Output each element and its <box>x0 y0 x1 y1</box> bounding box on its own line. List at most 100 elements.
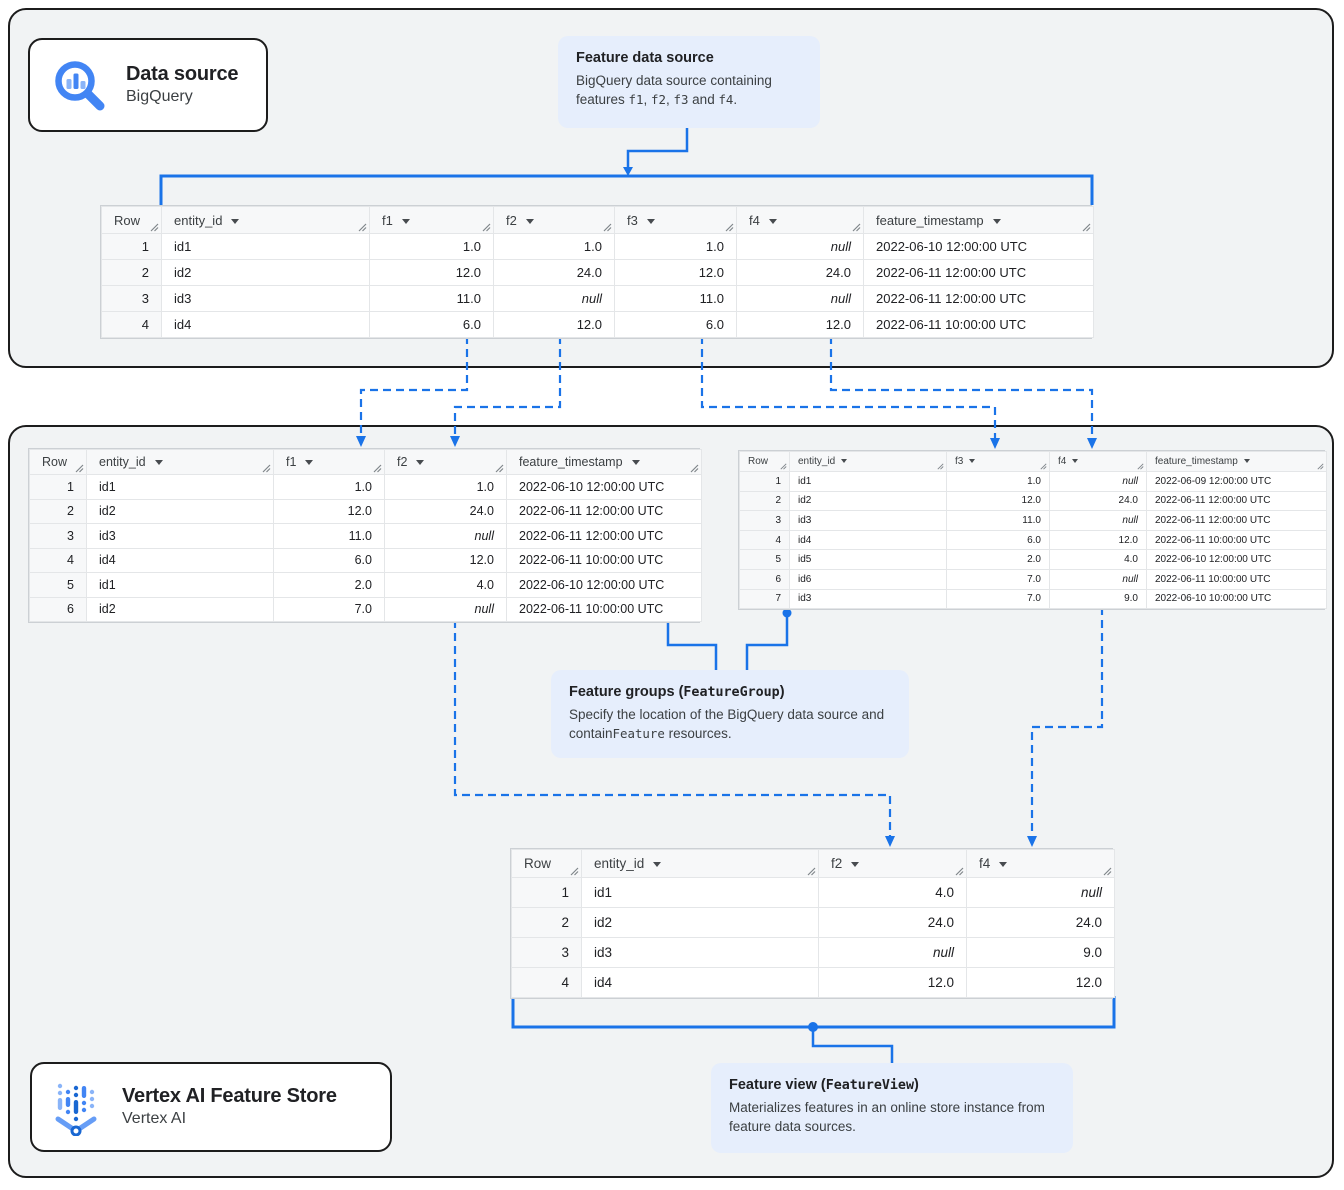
chevron-down-icon <box>999 861 1008 867</box>
table-cell: id2 <box>581 907 819 938</box>
feature-data-source-callout: Feature data source BigQuery data source… <box>558 36 820 128</box>
table-cell: 2.0 <box>273 572 385 598</box>
column-resize-icon <box>852 223 861 232</box>
column-header-entity_id: entity_id <box>789 451 947 472</box>
table-cell: id3 <box>789 510 947 531</box>
table-cell: 2022-06-10 12:00:00 UTC <box>863 233 1094 260</box>
table-cell: null <box>1049 471 1147 492</box>
table-cell: null <box>384 596 507 622</box>
row-number-cell: 2 <box>29 498 87 524</box>
table-cell: id1 <box>161 233 370 260</box>
table-cell: 7.0 <box>946 568 1050 590</box>
fg2-to-view-connector <box>1030 607 1104 837</box>
chevron-down-icon <box>231 218 240 224</box>
feature-view-connector <box>811 1027 894 1064</box>
column-resize-icon <box>150 223 159 232</box>
table-cell: 24.0 <box>493 259 615 286</box>
column-label: f2 <box>506 212 517 228</box>
f1-dashed-connector <box>359 336 469 437</box>
plain-text: Specify the location of the BigQuery dat… <box>569 707 885 741</box>
column-resize-icon <box>1040 463 1047 470</box>
column-resize-icon <box>690 464 699 473</box>
column-label: Row <box>42 455 68 469</box>
table-cell: id2 <box>86 596 274 622</box>
table-cell: 12.0 <box>614 259 737 286</box>
table-cell: 2022-06-10 10:00:00 UTC <box>1146 588 1327 610</box>
table-cell: id2 <box>86 498 274 524</box>
table-cell: id4 <box>581 967 819 998</box>
row-number-cell: 4 <box>739 529 790 551</box>
column-header-f4: f4 <box>966 849 1115 878</box>
column-resize-icon <box>495 464 504 473</box>
table-cell: 11.0 <box>369 285 494 312</box>
chevron-down-icon <box>969 459 976 464</box>
table-cell: 12.0 <box>369 259 494 286</box>
source-table-bracket <box>159 174 1094 205</box>
chevron-down-icon <box>768 218 777 224</box>
arrow-down-icon <box>356 436 366 447</box>
chevron-down-icon <box>851 861 860 867</box>
table-cell: 2022-06-11 12:00:00 UTC <box>1146 510 1327 531</box>
table-cell: 6.0 <box>614 311 737 338</box>
column-resize-icon <box>955 867 964 876</box>
plain-text: Feature view ( <box>729 1077 826 1093</box>
column-header-f3: f3 <box>614 206 737 234</box>
table-cell: 9.0 <box>966 937 1115 968</box>
column-header-Row: Row <box>29 449 87 475</box>
table-cell: 2.0 <box>946 549 1050 570</box>
table-cell: 11.0 <box>946 510 1050 531</box>
arrow-down-icon <box>1087 438 1097 449</box>
column-resize-icon <box>725 223 734 232</box>
table-cell: 1.0 <box>946 471 1050 492</box>
feature-view-callout: Feature view (FeatureView) Materializes … <box>711 1063 1073 1153</box>
feature-store-badge: Vertex AI Feature Store Vertex AI <box>30 1062 392 1152</box>
table-cell: null <box>736 233 864 260</box>
column-label: feature_timestamp <box>876 212 984 228</box>
table-cell: id2 <box>161 259 370 286</box>
row-number-cell: 1 <box>29 474 87 500</box>
chevron-down-icon <box>646 218 655 224</box>
chevron-down-icon <box>841 459 848 464</box>
table-cell: id4 <box>86 547 274 573</box>
column-header-feature_timestamp: feature_timestamp <box>506 449 702 475</box>
row-number-cell: 2 <box>739 490 790 512</box>
table-cell: 6.0 <box>273 547 385 573</box>
table-cell: null <box>736 285 864 312</box>
column-label: f4 <box>749 212 760 228</box>
chevron-down-icon <box>1072 459 1079 464</box>
table-cell: 7.0 <box>946 588 1050 610</box>
column-header-f2: f2 <box>818 849 967 878</box>
f3-dashed-connector <box>700 336 997 439</box>
column-label: f1 <box>382 212 393 228</box>
table-cell: 2022-06-11 12:00:00 UTC <box>863 259 1094 286</box>
column-header-f3: f3 <box>946 451 1050 472</box>
table-cell: id5 <box>789 549 947 570</box>
column-label: f2 <box>831 856 843 871</box>
column-resize-icon <box>373 464 382 473</box>
callout-title: Feature data source <box>576 50 802 66</box>
table-cell: id2 <box>789 490 947 512</box>
column-header-Row: Row <box>101 206 162 234</box>
row-number-cell: 3 <box>739 510 790 531</box>
table-cell: 24.0 <box>966 907 1115 938</box>
column-header-feature_timestamp: feature_timestamp <box>1146 451 1327 472</box>
table-cell: id3 <box>161 285 370 312</box>
callout-title: Feature view (FeatureView) <box>729 1077 1055 1093</box>
row-number-cell: 5 <box>739 549 790 570</box>
table-cell: null <box>384 523 507 549</box>
column-resize-icon <box>1103 867 1112 876</box>
